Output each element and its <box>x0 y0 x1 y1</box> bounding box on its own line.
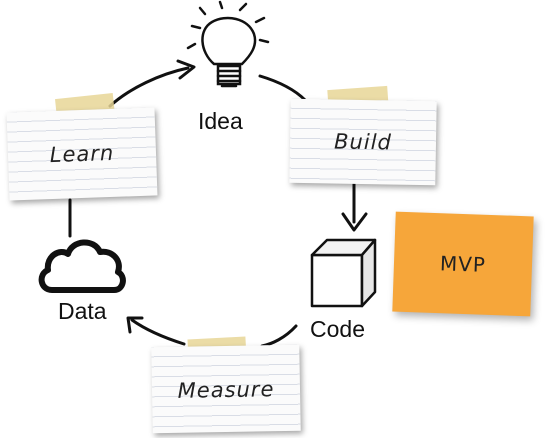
card-build: Build <box>289 98 437 186</box>
arrow-measure-to-data <box>130 318 186 346</box>
cube-icon <box>310 238 377 308</box>
node-measure-label: Measure <box>177 377 275 403</box>
sticky-note-label: MVP <box>439 251 487 277</box>
arrowhead-to-data <box>126 316 144 334</box>
node-build-label: Build <box>333 129 393 155</box>
sticky-note-mvp: MVP <box>392 211 534 317</box>
node-data-label: Data <box>58 298 107 324</box>
arrowhead-to-idea <box>176 59 196 80</box>
cloud-icon <box>38 239 126 293</box>
arrowhead-to-code <box>341 212 368 232</box>
node-code-label: Code <box>310 316 365 342</box>
card-measure: Measure <box>151 344 301 434</box>
node-learn-label: Learn <box>49 140 115 168</box>
arrow-learn-to-idea <box>108 66 190 108</box>
arrow-code-to-measure <box>260 324 298 348</box>
lightbulb-icon <box>186 0 270 88</box>
card-learn: Learn <box>6 107 158 201</box>
arrow-idea-to-build <box>258 74 307 102</box>
node-idea-label: Idea <box>198 108 243 134</box>
